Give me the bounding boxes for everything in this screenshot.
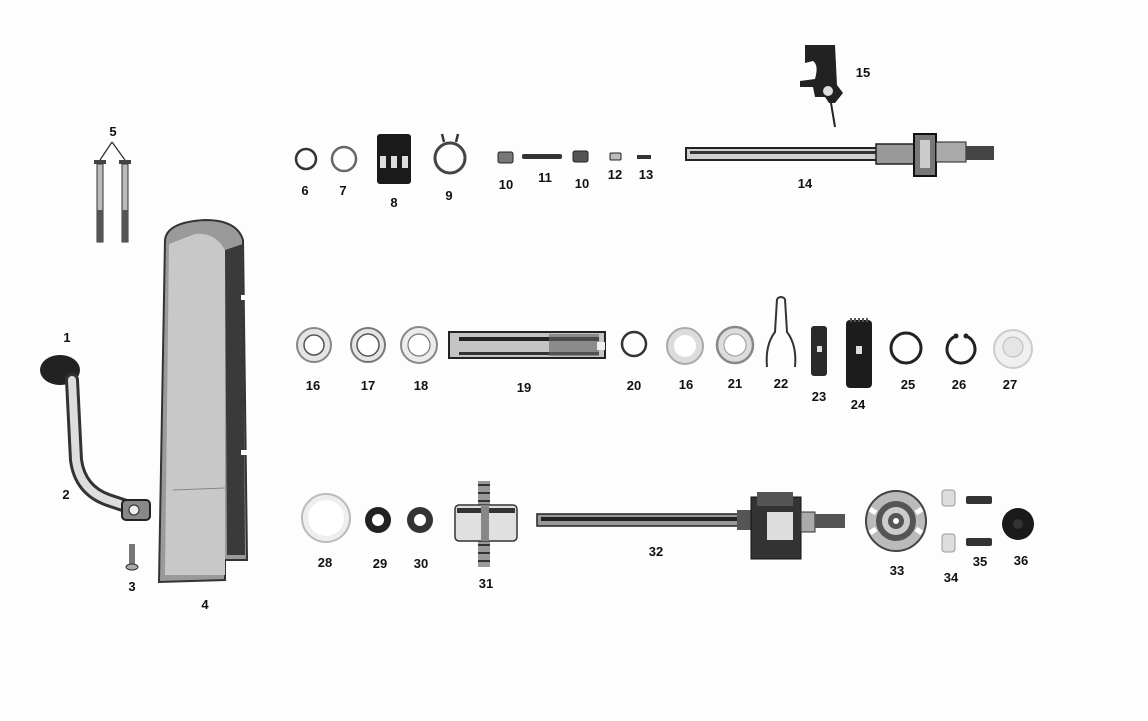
part-label-8: 8: [390, 195, 398, 210]
ring-25-icon: [889, 331, 923, 365]
part-label-34: 34: [943, 570, 959, 585]
part-label-5: 5: [109, 124, 117, 139]
thrust-washer-28-icon: [301, 493, 351, 543]
part-label-6: 6: [301, 183, 309, 198]
part-label-36: 36: [1013, 553, 1029, 568]
kick-start-shaft-icon: [685, 133, 994, 177]
part-label-25: 25: [900, 377, 916, 392]
part-label-17: 17: [360, 378, 376, 393]
washer-18-icon: [400, 326, 438, 364]
layshaft-icon: [448, 331, 606, 359]
part-label-3: 3: [128, 579, 136, 594]
seal-29-icon: [365, 507, 391, 533]
part-label-29: 29: [372, 556, 388, 571]
ratchet-gear-24-icon: [846, 318, 872, 388]
part-label-18: 18: [413, 378, 429, 393]
part-label-26: 26: [951, 377, 967, 392]
part-label-4: 4: [201, 597, 209, 612]
part-label-32: 32: [648, 544, 664, 559]
main-shaft-rotor-icon: [536, 492, 845, 560]
thrust-washer-16b-icon: [666, 327, 704, 365]
part-label-14: 14: [797, 176, 813, 191]
ring-7-icon: [330, 145, 358, 173]
gear-31-icon: [454, 481, 518, 567]
part-label-21: 21: [727, 376, 743, 391]
clutch-hub-33-icon: [865, 490, 927, 552]
circlip-26-icon: [945, 333, 977, 365]
part-label-31: 31: [478, 576, 494, 591]
part-label-10b: 10: [574, 176, 590, 191]
bush-10a-icon: [497, 151, 514, 164]
bolts-35-icon: [966, 496, 992, 546]
part-label-35: 35: [972, 554, 988, 569]
part-label-23: 23: [811, 389, 827, 404]
thrust-washer-16a-icon: [296, 327, 332, 363]
pin-11-icon: [522, 154, 562, 159]
part-label-19: 19: [516, 380, 532, 395]
nut-36-icon: [1002, 508, 1034, 540]
circlip-20-icon: [620, 330, 648, 358]
part-label-15: 15: [855, 65, 871, 80]
part-label-12: 12: [607, 167, 623, 182]
part-label-28: 28: [317, 555, 333, 570]
seal-30-icon: [407, 507, 433, 533]
part-label-24: 24: [850, 397, 866, 412]
part-label-13: 13: [638, 167, 654, 182]
part-label-20: 20: [626, 378, 642, 393]
part-label-1: 1: [63, 330, 71, 345]
part-label-9: 9: [445, 188, 453, 203]
spring-9-icon: [433, 133, 467, 175]
ratchet-23-icon: [811, 326, 827, 376]
part-label-27: 27: [1002, 377, 1018, 392]
part-label-2: 2: [62, 487, 70, 502]
part-label-16a: 16: [305, 378, 321, 393]
bush-10b-icon: [572, 150, 589, 163]
washer-17-icon: [350, 327, 386, 363]
clutch-shoes-34-icon: [941, 489, 956, 553]
kick-start-lever-icon: [40, 355, 151, 521]
circlip-6-icon: [294, 147, 318, 171]
part-label-7: 7: [339, 183, 347, 198]
part-label-30: 30: [413, 556, 429, 571]
part-label-33: 33: [889, 563, 905, 578]
part-label-11: 11: [538, 170, 552, 185]
selector-fork-icon: [800, 45, 843, 128]
cover-housing-icon: [157, 218, 249, 584]
cap-washer-27-icon: [993, 329, 1033, 369]
sleeve-8-icon: [377, 134, 411, 184]
bolts-pair-icon: [94, 141, 131, 243]
bush-12-icon: [609, 152, 622, 161]
clamp-bolt-icon: [125, 544, 139, 571]
washer-21-icon: [715, 325, 755, 365]
part-label-16b: 16: [678, 377, 694, 392]
pin-13-icon: [637, 155, 651, 159]
part-label-10a: 10: [498, 177, 514, 192]
part-label-22: 22: [773, 376, 789, 391]
spring-clip-22-icon: [765, 296, 797, 368]
